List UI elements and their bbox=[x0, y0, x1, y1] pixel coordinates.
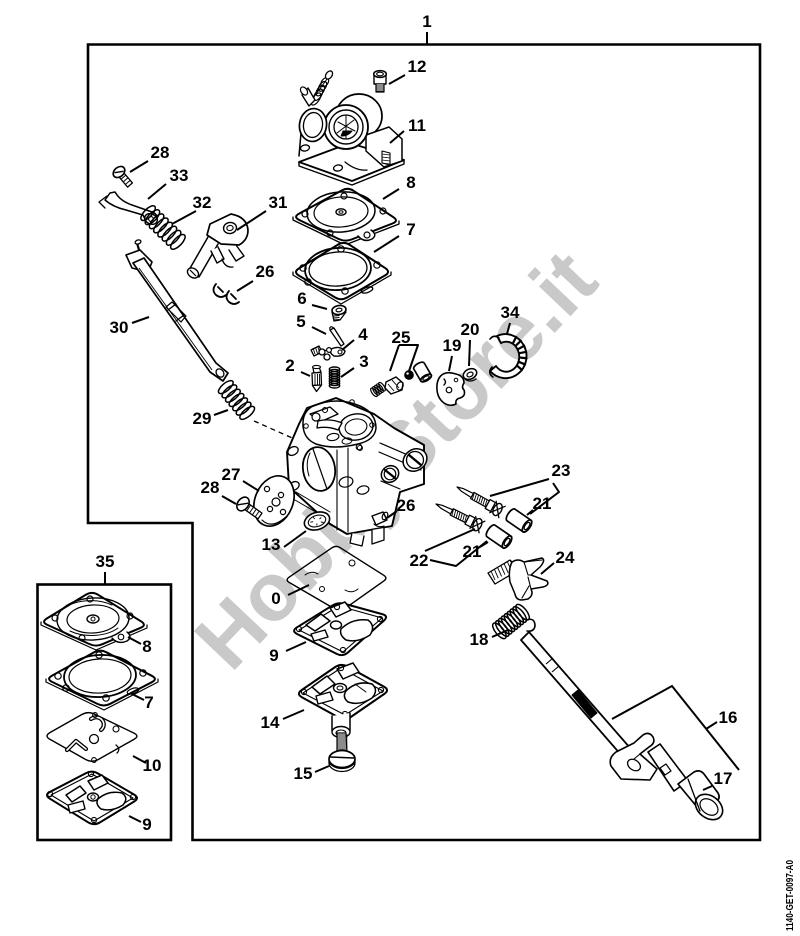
svg-text:12: 12 bbox=[408, 57, 427, 76]
svg-text:26: 26 bbox=[397, 496, 416, 515]
svg-text:7: 7 bbox=[144, 693, 153, 712]
svg-text:29: 29 bbox=[193, 409, 212, 428]
svg-text:9: 9 bbox=[142, 815, 151, 834]
svg-text:28: 28 bbox=[151, 143, 170, 162]
svg-text:28: 28 bbox=[201, 478, 220, 497]
svg-text:16: 16 bbox=[719, 708, 738, 727]
svg-text:25: 25 bbox=[392, 328, 411, 347]
svg-text:6: 6 bbox=[297, 289, 306, 308]
svg-text:9: 9 bbox=[269, 646, 278, 665]
svg-text:8: 8 bbox=[142, 637, 151, 656]
svg-text:19: 19 bbox=[443, 336, 462, 355]
svg-text:18: 18 bbox=[470, 630, 489, 649]
svg-text:30: 30 bbox=[110, 318, 129, 337]
svg-text:21: 21 bbox=[533, 494, 552, 513]
svg-text:5: 5 bbox=[296, 312, 305, 331]
svg-text:27: 27 bbox=[222, 465, 241, 484]
svg-text:33: 33 bbox=[170, 166, 189, 185]
svg-text:34: 34 bbox=[501, 303, 520, 322]
svg-text:17: 17 bbox=[714, 769, 733, 788]
svg-text:4: 4 bbox=[358, 325, 368, 344]
svg-text:35: 35 bbox=[96, 552, 115, 571]
svg-text:11: 11 bbox=[408, 116, 426, 135]
svg-text:10: 10 bbox=[143, 756, 162, 775]
svg-text:23: 23 bbox=[552, 461, 571, 480]
svg-text:22: 22 bbox=[410, 551, 429, 570]
svg-text:8: 8 bbox=[406, 173, 415, 192]
svg-text:13: 13 bbox=[262, 535, 281, 554]
svg-text:14: 14 bbox=[261, 713, 280, 732]
svg-text:20: 20 bbox=[461, 320, 480, 339]
svg-text:7: 7 bbox=[406, 220, 415, 239]
svg-text:1140-GET-0097-A0: 1140-GET-0097-A0 bbox=[785, 860, 796, 931]
svg-text:21: 21 bbox=[463, 542, 482, 561]
svg-text:24: 24 bbox=[556, 548, 575, 567]
svg-text:3: 3 bbox=[359, 352, 368, 371]
svg-text:31: 31 bbox=[269, 193, 288, 212]
svg-text:15: 15 bbox=[294, 764, 313, 783]
svg-text:1: 1 bbox=[422, 12, 431, 31]
svg-text:26: 26 bbox=[256, 262, 275, 281]
svg-text:0: 0 bbox=[271, 589, 280, 608]
svg-text:2: 2 bbox=[285, 356, 294, 375]
svg-text:32: 32 bbox=[193, 193, 212, 212]
